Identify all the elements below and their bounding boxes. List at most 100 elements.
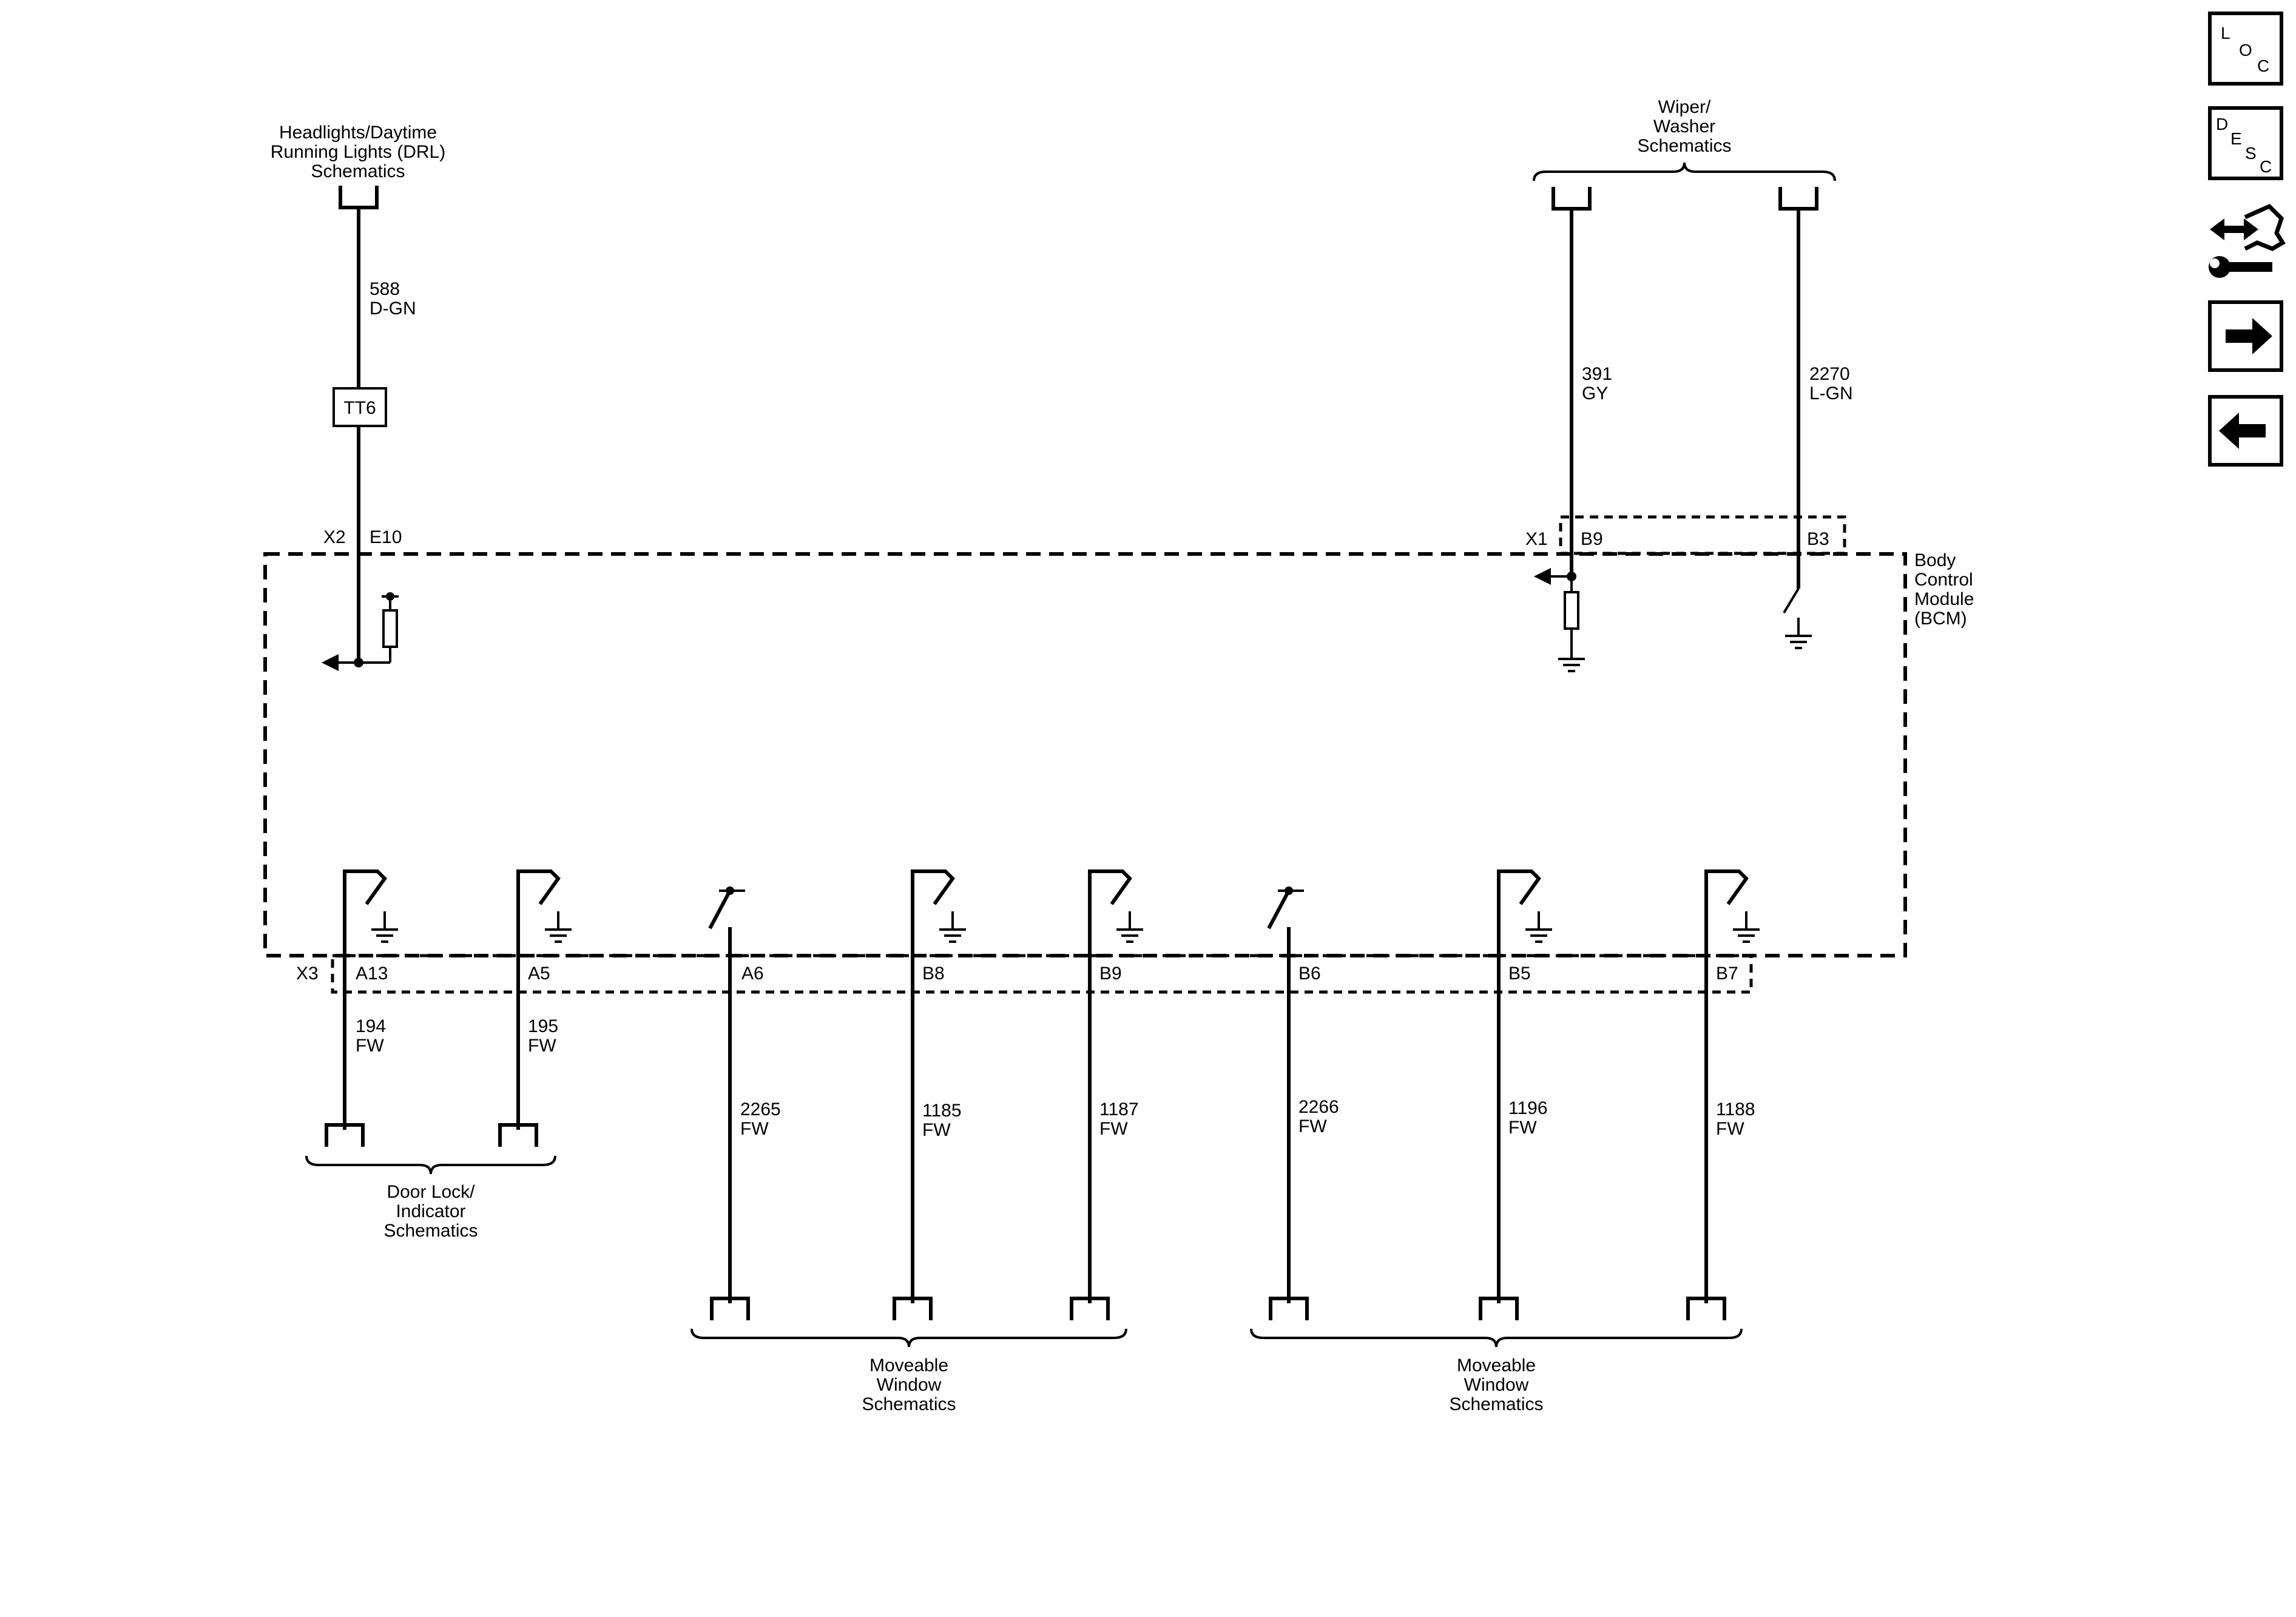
- input-b6: [1267, 886, 1304, 1303]
- drl-input-circuit: [322, 592, 399, 671]
- wiper-connector-end-391: [1553, 187, 1590, 209]
- wire-195-color: FW: [528, 1036, 556, 1056]
- loc-letter-l: L: [2221, 24, 2230, 42]
- window-right-ref-line2: Window: [1464, 1375, 1529, 1395]
- window-left-ref-line3: Schematics: [862, 1394, 956, 1414]
- wiper-ref-line1: Wiper/: [1658, 97, 1711, 117]
- connector-x3-outline: [331, 954, 1753, 994]
- pin-b9-bottom-label: B9: [1099, 964, 1122, 984]
- desc-letter-s: S: [2245, 144, 2257, 163]
- next-arrow-icon[interactable]: [2208, 300, 2283, 372]
- wiper-input-circuit: [1534, 568, 1586, 672]
- previous-arrow-icon[interactable]: [2208, 395, 2283, 467]
- ground-icon: [1524, 910, 1553, 943]
- ground-icon: [1557, 640, 1586, 672]
- input-arrow-icon: [322, 654, 339, 671]
- window-left-reference[interactable]: Moveable Window Schematics: [690, 1298, 1127, 1414]
- drl-ref-line2: Running Lights (DRL): [271, 142, 445, 162]
- wiper-ref-line2: Washer: [1653, 116, 1715, 137]
- window-left-ref-brace: [690, 1328, 1127, 1348]
- wire-391-circuit: 391: [1582, 364, 1612, 384]
- connector-x1-label: X1: [1525, 529, 1548, 549]
- wire-391-color: GY: [1582, 383, 1608, 403]
- output-b7: [1704, 869, 1761, 1303]
- bcm-name-line4: (BCM): [1914, 609, 1967, 629]
- wiper-switch-circuit: [1783, 587, 1813, 649]
- wiper-ref-brace: [1533, 162, 1836, 181]
- bcm-name-line2: Control: [1914, 570, 1973, 590]
- output-a13: [343, 869, 399, 1130]
- ground-icon: [1115, 910, 1144, 943]
- wire-1196-color: FW: [1508, 1118, 1537, 1138]
- pin-b3-label: B3: [1807, 529, 1829, 549]
- pin-b8-label: B8: [922, 964, 945, 984]
- pin-b7-label: B7: [1716, 964, 1738, 984]
- wire-2265-circuit: 2265: [740, 1099, 781, 1119]
- wire-1187-circuit: 1187: [1099, 1099, 1139, 1119]
- ground-icon: [938, 910, 967, 943]
- wiper-ref-line3: Schematics: [1637, 136, 1731, 156]
- wire-588-circuit: 588: [370, 279, 400, 299]
- pin-b9-top-label: B9: [1581, 529, 1603, 549]
- window-right-ref-brace: [1250, 1328, 1743, 1348]
- drl-connector-end: [340, 186, 377, 208]
- wire-1185-color: FW: [922, 1120, 951, 1140]
- wire-194-circuit: 194: [356, 1016, 386, 1036]
- wire-195-circuit: 195: [528, 1016, 558, 1036]
- wire-1187-color: FW: [1099, 1119, 1128, 1139]
- ground-icon: [370, 910, 399, 943]
- pin-a5-label: A5: [528, 964, 550, 984]
- output-b5: [1497, 869, 1553, 1303]
- ground-icon: [1732, 910, 1761, 943]
- wire-588-color: D-GN: [370, 299, 416, 319]
- wiper-washer-reference[interactable]: Wiper/ Washer Schematics: [1533, 97, 1836, 209]
- bcm-name-line1: Body: [1914, 550, 1956, 570]
- door-ref-brace: [305, 1155, 556, 1175]
- wire-194-color: FW: [356, 1036, 384, 1056]
- ground-icon: [544, 910, 573, 943]
- door-lock-reference[interactable]: Door Lock/ Indicator Schematics: [305, 1125, 556, 1241]
- wiper-connector-end-2270: [1780, 187, 1817, 209]
- diagnostic-tools-icon[interactable]: [2209, 203, 2286, 278]
- door-ref-line3: Schematics: [383, 1221, 478, 1241]
- input-a6: [708, 886, 745, 1303]
- pin-a6-label: A6: [741, 964, 764, 984]
- description-icon[interactable]: D E S C: [2208, 106, 2283, 180]
- wire-2265-color: FW: [740, 1119, 769, 1139]
- drl-ref-line1: Headlights/Daytime: [279, 123, 437, 143]
- wire-2266-color: FW: [1298, 1116, 1327, 1136]
- drl-ref-line3: Schematics: [311, 161, 405, 181]
- bcm-module-outline[interactable]: [263, 552, 1907, 957]
- window-right-ref-line3: Schematics: [1449, 1394, 1543, 1414]
- window-right-ref-line1: Moveable: [1457, 1355, 1536, 1376]
- door-ref-line2: Indicator: [396, 1201, 465, 1221]
- window-right-reference[interactable]: Moveable Window Schematics: [1250, 1298, 1743, 1414]
- pin-a13-label: A13: [356, 964, 388, 984]
- drl-reference[interactable]: Headlights/Daytime Running Lights (DRL) …: [271, 123, 445, 208]
- bcm-name-line3: Module: [1914, 589, 1974, 609]
- connector-x2-label: X2: [323, 527, 346, 547]
- wire-2266-circuit: 2266: [1298, 1097, 1339, 1117]
- wire-2270-circuit: 2270: [1809, 364, 1850, 384]
- input-arrow-icon: [1534, 568, 1551, 585]
- window-left-ref-line1: Moveable: [869, 1355, 948, 1376]
- connector-x1-outline: [1559, 515, 1846, 555]
- ground-icon: [1784, 616, 1813, 649]
- wire-2270-color: L-GN: [1809, 383, 1853, 403]
- window-left-ref-line2: Window: [877, 1375, 942, 1395]
- pin-b5-label: B5: [1508, 964, 1531, 984]
- desc-letter-e: E: [2230, 129, 2242, 148]
- component-locator-icon[interactable]: L O C: [2208, 12, 2283, 86]
- wire-1185-circuit: 1185: [922, 1101, 962, 1121]
- wire-1188-circuit: 1188: [1716, 1099, 1755, 1119]
- door-ref-line1: Door Lock/: [387, 1182, 475, 1202]
- wire-1188-color: FW: [1716, 1119, 1744, 1139]
- loc-letter-c: C: [2257, 56, 2269, 75]
- output-b9: [1088, 869, 1144, 1303]
- output-b8: [911, 869, 967, 1303]
- loc-letter-o: O: [2239, 41, 2252, 59]
- pin-b6-label: B6: [1298, 964, 1321, 984]
- wire-1196-circuit: 1196: [1508, 1098, 1548, 1118]
- inline-connector-tt6-label: TT6: [343, 398, 376, 418]
